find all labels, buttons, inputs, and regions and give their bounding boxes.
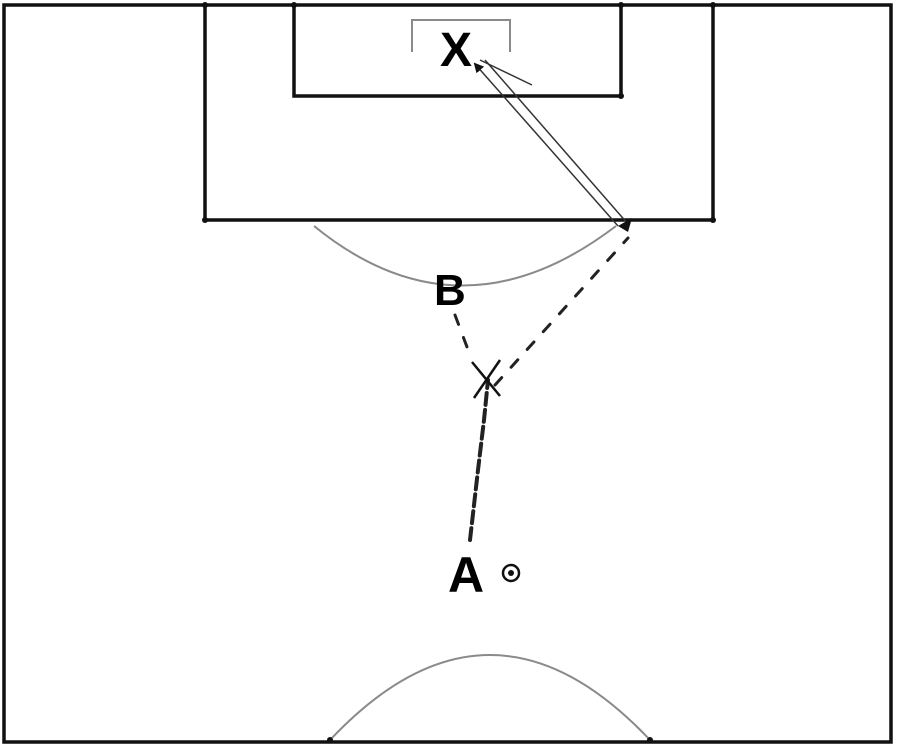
marker-dot bbox=[327, 737, 333, 743]
marker-dot bbox=[202, 217, 208, 223]
dribble-run-path bbox=[468, 378, 490, 542]
pass-path-dashed bbox=[493, 236, 630, 387]
pitch-boundary bbox=[2, 3, 893, 744]
marker-dot bbox=[291, 2, 297, 8]
marker-dot bbox=[618, 93, 624, 99]
penalty-arc bbox=[313, 225, 617, 287]
player-b-label: B bbox=[434, 266, 466, 315]
marker-dot bbox=[647, 737, 653, 743]
shot-path-inner bbox=[473, 62, 619, 227]
marker-dot bbox=[710, 2, 716, 8]
shot-path-outer bbox=[484, 59, 629, 225]
marker-dot bbox=[202, 2, 208, 8]
center-circle-arc bbox=[329, 654, 651, 741]
b-link-dashes bbox=[453, 313, 472, 357]
goal-frame bbox=[411, 19, 511, 52]
cone-icon bbox=[471, 359, 502, 399]
goal-area bbox=[292, 5, 623, 98]
marker-dot bbox=[710, 217, 716, 223]
shot-deflection-line bbox=[479, 59, 533, 86]
ball-icon bbox=[501, 563, 521, 583]
arrow-tick bbox=[618, 218, 632, 232]
goal-marker-label: X bbox=[440, 24, 472, 77]
pitch-markers bbox=[202, 2, 716, 743]
marker-dot bbox=[618, 2, 624, 8]
player-a-label: A bbox=[448, 547, 484, 603]
penalty-area bbox=[203, 5, 715, 222]
